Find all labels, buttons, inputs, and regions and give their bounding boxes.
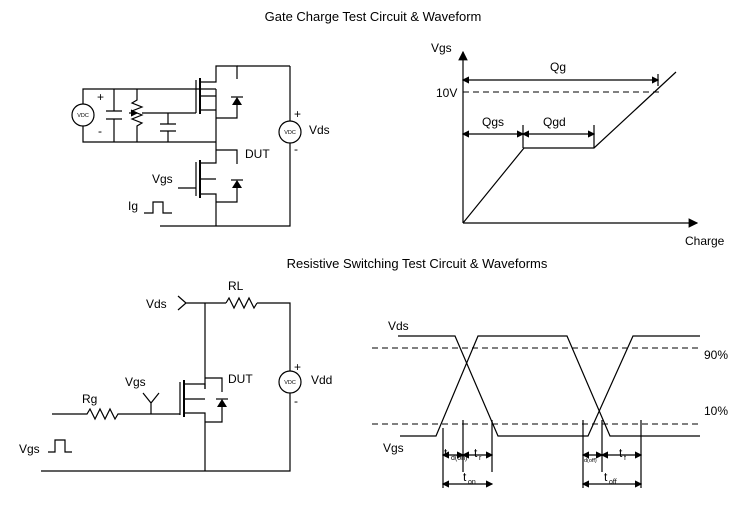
- vgs-waveform-label: Vgs: [383, 441, 404, 455]
- td-on-t: t: [444, 446, 448, 460]
- vdd-label: Vdd: [311, 373, 332, 387]
- vdc-source-right: [278, 120, 302, 144]
- toff-t: t: [604, 470, 608, 484]
- vgs-pulse-label: Vgs: [19, 442, 40, 456]
- tf-sub: f: [624, 455, 626, 462]
- toff-sub: off: [609, 479, 617, 486]
- rl-label: RL: [228, 279, 244, 293]
- x-axis-label: Charge: [685, 234, 725, 248]
- vds-waveform: [398, 335, 700, 437]
- vgs-pulse: [48, 439, 72, 453]
- gate-charge-curve: [462, 71, 677, 224]
- timing-markers: [442, 420, 642, 488]
- resistive-switching-title: Resistive Switching Test Circuit & Wavef…: [287, 256, 548, 271]
- upper-body-diode: [232, 97, 242, 105]
- vds-terminal: [177, 295, 226, 311]
- ig-label: Ig: [128, 199, 138, 213]
- gate-charge-waveform: Vgs Charge 10V Qg Qgs Qgd: [431, 41, 725, 248]
- potentiometer: [130, 89, 144, 142]
- vdc-left-plus: +: [97, 90, 104, 104]
- level-10v-label: 10V: [436, 86, 457, 100]
- pct-10-label: 10%: [704, 404, 728, 418]
- vgs-node-label: Vgs: [125, 375, 146, 389]
- vdd-source: [278, 370, 302, 394]
- vgs-waveform: [400, 335, 700, 437]
- tf-t: t: [619, 446, 623, 460]
- tr-t: t: [474, 446, 478, 460]
- lower-body-diode: [232, 180, 242, 188]
- ton-t: t: [463, 470, 467, 484]
- ton-sub: on: [468, 479, 476, 486]
- resistive-switching-circuit: Vds RL VDC + - Vdd DUT Rg Vgs Vgs: [19, 279, 332, 472]
- rg-label: Rg: [82, 392, 97, 406]
- td-on-sub: d(on): [451, 455, 467, 462]
- vdd-minus: -: [294, 394, 298, 408]
- vds-waveform-label: Vds: [388, 319, 409, 333]
- vdd-rails: [41, 302, 291, 472]
- vgs-probe: [142, 392, 160, 414]
- vgs-label: Vgs: [152, 172, 173, 186]
- capacitor-2: [160, 113, 176, 142]
- qg-label: Qg: [550, 60, 566, 74]
- vdc-right-minus: -: [294, 142, 298, 156]
- upper-mosfet: [200, 65, 238, 142]
- vdc-right-plus: +: [294, 107, 301, 121]
- vdc-right-symbol: VDC: [284, 130, 296, 136]
- lower-mosfet: [200, 142, 238, 226]
- vds-label: Vds: [309, 123, 330, 137]
- vdc-left-symbol: VDC: [77, 113, 89, 119]
- td-off-sub: d(off): [584, 458, 597, 464]
- gate-charge-title: Gate Charge Test Circuit & Waveform: [265, 9, 482, 24]
- vdc-left-minus: -: [98, 124, 102, 138]
- vds-rails: [160, 66, 291, 227]
- dut-mosfet: [184, 377, 223, 471]
- qgs-label: Qgs: [482, 115, 504, 129]
- tr-sub: r: [479, 455, 482, 462]
- vdd-symbol: VDC: [284, 380, 296, 386]
- pct-90-label: 90%: [704, 348, 728, 362]
- capacitor-1: [106, 89, 122, 142]
- qgd-label: Qgd: [543, 115, 566, 129]
- rg-resistor: [52, 407, 180, 421]
- gate-charge-circuit: VDC + - VDC + - Vds DUT Vgs I: [71, 65, 330, 227]
- ig-pulse: [144, 201, 172, 214]
- dut-label-2: DUT: [228, 372, 253, 386]
- dut-body-diode: [217, 399, 227, 407]
- vds-node-label: Vds: [146, 297, 167, 311]
- rl-resistor: [225, 296, 258, 310]
- y-axis-label: Vgs: [431, 41, 452, 55]
- gate-charge-rails: [82, 88, 216, 143]
- dut-label: DUT: [245, 147, 270, 161]
- threshold-lines: [372, 347, 700, 425]
- vdd-plus: +: [294, 360, 301, 374]
- switching-waveforms: Vds Vgs 90% 10% t d(on) t r t on d(off) …: [372, 319, 728, 488]
